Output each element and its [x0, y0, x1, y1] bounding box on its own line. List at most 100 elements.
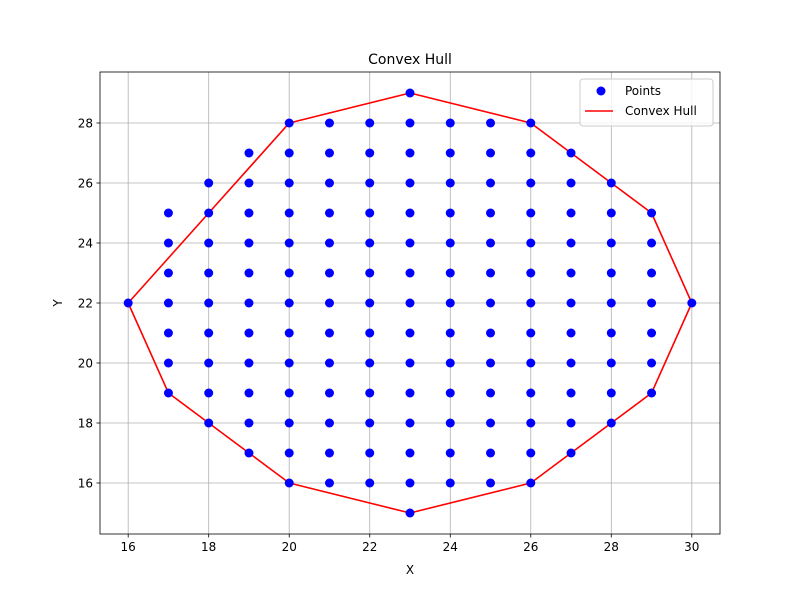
legend: Points Convex Hull — [579, 78, 714, 127]
data-point — [486, 328, 496, 338]
data-point — [284, 358, 294, 368]
y-axis-label: Y — [51, 299, 65, 308]
data-point — [445, 478, 455, 488]
data-point — [324, 268, 334, 278]
data-point — [163, 388, 173, 398]
data-point — [204, 388, 214, 398]
data-point — [284, 268, 294, 278]
data-point — [486, 388, 496, 398]
data-point — [445, 268, 455, 278]
data-point — [204, 178, 214, 188]
data-point — [486, 178, 496, 188]
y-tick-label: 18 — [78, 417, 93, 431]
data-point — [405, 238, 415, 248]
data-point — [606, 358, 616, 368]
data-point — [405, 508, 415, 518]
data-point — [204, 208, 214, 218]
data-point — [606, 208, 616, 218]
data-point — [486, 448, 496, 458]
data-point — [204, 298, 214, 308]
data-point — [566, 358, 576, 368]
y-tick-label: 16 — [78, 477, 93, 491]
data-point — [647, 388, 657, 398]
data-point — [365, 298, 375, 308]
data-point — [405, 268, 415, 278]
data-point — [284, 238, 294, 248]
data-point — [486, 298, 496, 308]
data-point — [405, 88, 415, 98]
data-point — [324, 328, 334, 338]
data-point — [244, 148, 254, 158]
data-point — [445, 298, 455, 308]
data-point — [284, 208, 294, 218]
data-point — [324, 418, 334, 428]
data-point — [486, 478, 496, 488]
data-point — [324, 478, 334, 488]
data-point — [526, 388, 536, 398]
data-point — [405, 178, 415, 188]
data-point — [606, 178, 616, 188]
data-point — [324, 298, 334, 308]
data-point — [606, 328, 616, 338]
data-point — [405, 328, 415, 338]
data-point — [365, 448, 375, 458]
chart-title: Convex Hull — [368, 52, 452, 68]
data-point — [647, 238, 657, 248]
x-tick-label: 20 — [282, 540, 297, 554]
data-point — [284, 448, 294, 458]
data-point — [244, 178, 254, 188]
data-point — [566, 298, 576, 308]
data-point — [405, 478, 415, 488]
data-point — [526, 298, 536, 308]
data-point — [365, 418, 375, 428]
data-point — [526, 418, 536, 428]
data-point — [284, 298, 294, 308]
data-point — [486, 118, 496, 128]
data-point — [163, 268, 173, 278]
data-point — [204, 418, 214, 428]
data-point — [566, 238, 576, 248]
data-point — [445, 118, 455, 128]
data-point — [405, 358, 415, 368]
data-point — [163, 328, 173, 338]
data-point — [486, 358, 496, 368]
data-point — [445, 418, 455, 428]
y-tick-label: 20 — [78, 357, 93, 371]
data-point — [163, 358, 173, 368]
data-point — [606, 238, 616, 248]
data-point — [566, 448, 576, 458]
data-point — [445, 208, 455, 218]
data-point — [244, 358, 254, 368]
x-axis-label: X — [406, 563, 414, 577]
data-point — [445, 358, 455, 368]
x-tick-label: 28 — [604, 540, 619, 554]
data-point — [445, 388, 455, 398]
data-point — [324, 208, 334, 218]
data-point — [445, 328, 455, 338]
data-point — [405, 448, 415, 458]
data-point — [204, 358, 214, 368]
data-point — [365, 178, 375, 188]
legend-frame — [579, 78, 714, 127]
data-point — [163, 238, 173, 248]
data-point — [284, 328, 294, 338]
data-point — [566, 418, 576, 428]
data-point — [405, 418, 415, 428]
data-point — [566, 268, 576, 278]
legend-hull-label: Convex Hull — [625, 104, 697, 118]
x-tick-label: 30 — [684, 540, 699, 554]
data-point — [526, 118, 536, 128]
data-point — [486, 418, 496, 428]
data-point — [284, 118, 294, 128]
data-point — [486, 238, 496, 248]
data-point — [566, 388, 576, 398]
y-tick-label: 22 — [78, 297, 93, 311]
data-point — [204, 328, 214, 338]
data-point — [244, 298, 254, 308]
data-point — [324, 118, 334, 128]
data-point — [526, 358, 536, 368]
data-point — [405, 388, 415, 398]
data-point — [445, 448, 455, 458]
data-point — [526, 178, 536, 188]
